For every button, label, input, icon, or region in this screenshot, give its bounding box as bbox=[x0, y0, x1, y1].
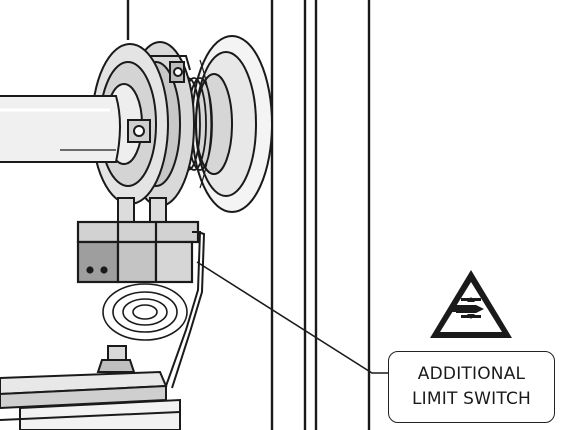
frame-rails bbox=[126, 0, 371, 430]
callout-leader-line bbox=[196, 261, 388, 374]
callout-label-line-2: LIMIT SWITCH bbox=[411, 389, 531, 409]
switch-stems bbox=[117, 197, 167, 225]
rear-disc bbox=[191, 35, 273, 213]
bracket-arm bbox=[165, 231, 206, 389]
crush-hazard-warning-icon bbox=[430, 270, 512, 338]
shaft bbox=[0, 95, 121, 163]
base-assembly bbox=[0, 345, 181, 430]
callout-label-line-1: ADDITIONAL bbox=[417, 364, 526, 384]
limit-switch-block bbox=[76, 220, 200, 284]
lower-spring bbox=[102, 283, 188, 341]
callout-label-box: ADDITIONAL LIMIT SWITCH bbox=[388, 351, 555, 423]
